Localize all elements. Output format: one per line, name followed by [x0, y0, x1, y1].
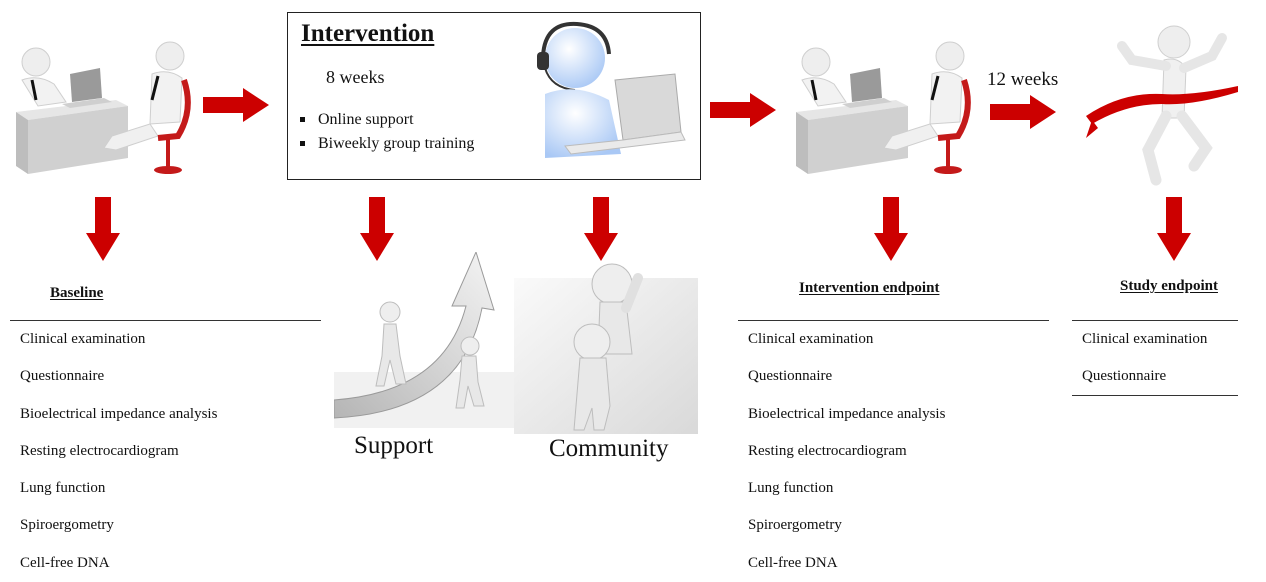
list-item: Questionnaire — [1082, 368, 1167, 385]
intervention-endpoint-rule — [738, 320, 1049, 321]
study-endpoint-rule — [1072, 320, 1238, 321]
consultation-endpoint-icon — [796, 41, 971, 174]
intervention-duration: 8 weeks — [326, 67, 385, 87]
followup-duration: 12 weeks — [987, 69, 1059, 90]
down-arrow-icon — [874, 197, 908, 261]
study-endpoint-bottom-rule — [1072, 395, 1238, 396]
intervention-bullet: Biweekly group training — [300, 132, 474, 156]
right-arrow-icon — [990, 95, 1056, 129]
list-item: Bioelectrical impedance analysis — [20, 405, 218, 422]
right-arrow-icon — [710, 93, 776, 127]
consultation-baseline-icon — [16, 41, 191, 174]
baseline-rule — [10, 320, 321, 321]
community-caption: Community — [549, 435, 669, 462]
list-item: Questionnaire — [20, 368, 105, 385]
finish-line-runner-icon — [1086, 25, 1238, 186]
baseline-list: Clinical examination Questionnaire Bioel… — [20, 321, 217, 582]
study-endpoint-title: Study endpoint — [1120, 278, 1218, 294]
list-item: Clinical examination — [1082, 331, 1208, 347]
right-arrow-icon — [203, 88, 269, 122]
list-item: Cell-free DNA — [20, 554, 110, 571]
down-arrow-icon — [86, 197, 120, 261]
intervention-bullets: Online support Biweekly group training — [300, 108, 474, 156]
community-climb-icon — [514, 263, 698, 434]
list-item: Resting electrocardiogram — [748, 442, 907, 459]
down-arrow-icon — [360, 197, 394, 261]
list-item: Spiroergometry — [748, 517, 842, 534]
list-item: Clinical examination — [748, 331, 874, 347]
list-item: Resting electrocardiogram — [20, 442, 179, 459]
down-arrow-icon — [1157, 197, 1191, 261]
list-item: Clinical examination — [20, 331, 146, 347]
intervention-bullet: Online support — [300, 108, 474, 132]
list-item: Questionnaire — [748, 368, 833, 385]
intervention-endpoint-title: Intervention endpoint — [799, 280, 940, 296]
list-item: Lung function — [748, 480, 834, 497]
list-item: Cell-free DNA — [748, 554, 838, 571]
down-arrow-icon — [584, 197, 618, 261]
intervention-title: Intervention — [301, 20, 435, 47]
study-endpoint-list: Clinical examination Questionnaire — [1082, 321, 1207, 396]
list-item: Spiroergometry — [20, 517, 114, 534]
baseline-title: Baseline — [50, 285, 104, 301]
support-arrow-icon — [334, 252, 514, 428]
list-item: Lung function — [20, 480, 106, 497]
headset-operator-icon — [537, 21, 686, 158]
list-item: Bioelectrical impedance analysis — [748, 405, 946, 422]
support-caption: Support — [354, 432, 434, 459]
intervention-endpoint-list: Clinical examination Questionnaire Bioel… — [748, 321, 945, 582]
